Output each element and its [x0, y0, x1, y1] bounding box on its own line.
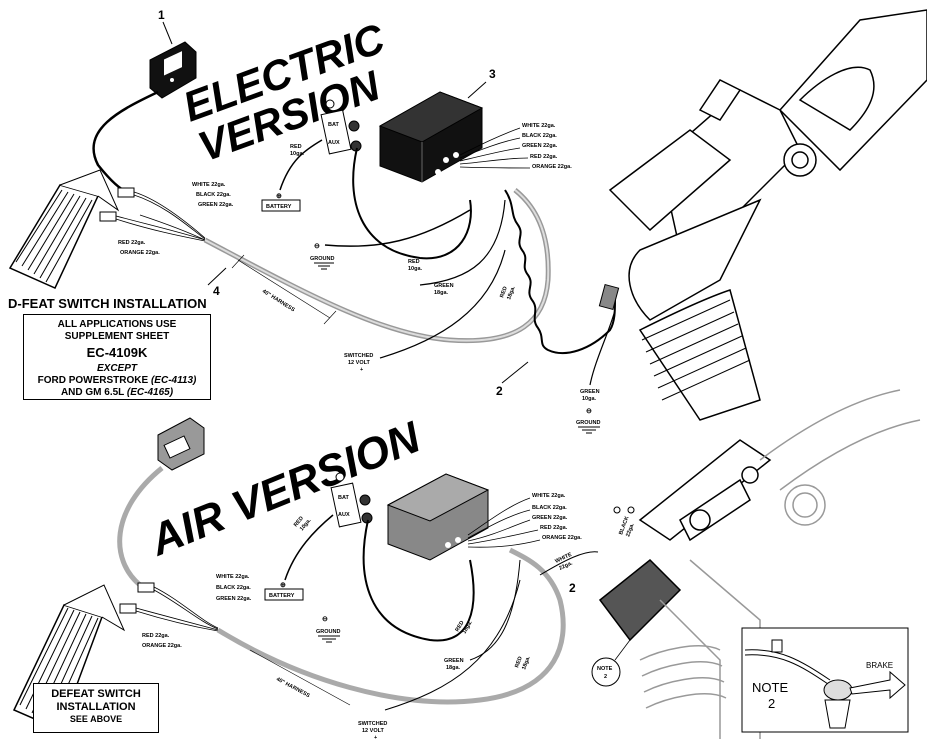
- green-18ga-a-1: GREEN: [444, 658, 464, 664]
- circuit-breaker-air: BAT AUX: [330, 472, 373, 528]
- bat-label-a: BAT: [338, 495, 350, 501]
- note2-circle-2: 2: [604, 674, 607, 680]
- red-18ga-a2-2: 18ga.: [521, 655, 532, 671]
- callout-2-air: 2: [569, 581, 576, 595]
- ground2-minus-e: ⊖: [586, 408, 592, 415]
- dfeat-heading: D-FEAT SWITCH INSTALLATION: [8, 296, 207, 311]
- callout-3: 3: [489, 67, 496, 81]
- wire-black-22-a: BLACK 22ga.: [216, 585, 251, 591]
- callout-1: 1: [158, 8, 165, 22]
- wire-red-22-e2: RED 22ga.: [530, 154, 558, 160]
- battery-plus-a: ⊕: [280, 582, 286, 589]
- controller-air: [386, 473, 490, 561]
- callout-2: 2: [496, 384, 503, 398]
- red-10ga-top-1: RED: [290, 144, 302, 150]
- circuit-breaker-electric: BAT AUX: [320, 99, 362, 155]
- switched-a-3: +: [374, 735, 377, 739]
- wire-black-22-e2: BLACK 22ga.: [522, 133, 557, 139]
- switched-e-1: SWITCHED: [344, 353, 373, 359]
- ground-minus-a: ⊖: [322, 616, 328, 623]
- wire-green-22-e: GREEN 22ga.: [198, 202, 234, 208]
- wire-red-22-a: RED 22ga.: [142, 633, 170, 639]
- wire-white-22-a2: WHITE 22ga.: [532, 493, 566, 499]
- wire-green-22-a: GREEN 22ga.: [216, 596, 252, 602]
- switched-a-1: SWITCHED: [358, 721, 387, 727]
- wire-black-22-e: BLACK 22ga.: [196, 192, 231, 198]
- harness-label-a: 40" HARNESS: [275, 676, 311, 699]
- red-18ga-a-1: RED: [455, 620, 466, 633]
- wire-white-22-e: WHITE 22ga.: [192, 182, 226, 188]
- callout-4: 4: [213, 284, 220, 298]
- green-10ga-2: 10ga.: [582, 396, 597, 402]
- defeat-box: DEFEAT SWITCH INSTALLATION SEE ABOVE: [33, 683, 159, 733]
- wire-orange-22-e: ORANGE 22ga.: [120, 250, 160, 256]
- note2-detail: NOTE 2 BRAKE: [741, 627, 909, 733]
- wire-green-22-e2: GREEN 22ga.: [522, 143, 558, 149]
- battery-label-a: BATTERY: [269, 593, 295, 599]
- defeat-line1: DEFEAT SWITCH: [51, 688, 141, 700]
- wire-white-22-a: WHITE 22ga.: [216, 574, 250, 580]
- supp-gm-code: (EC-4165): [126, 386, 174, 398]
- supp-gm: AND GM 6.5L (EC-4165): [24, 387, 210, 399]
- supp-code: EC-4109K: [86, 345, 148, 360]
- harness-label-e: 40" HARNESS: [261, 289, 296, 314]
- supp-ford-code: (EC-4113): [150, 374, 197, 386]
- aux-label-a: AUX: [338, 512, 350, 518]
- note-box-brake: BRAKE: [866, 661, 893, 670]
- red-10ga-mid-1: RED: [408, 259, 420, 265]
- supp-line1: ALL APPLICATIONS USE: [57, 319, 177, 330]
- dfeat-switch-air: [157, 417, 205, 471]
- steering-column-electric: [608, 9, 927, 421]
- black-22ga-a-2: 22ga.: [625, 522, 636, 538]
- ground-label-a: GROUND: [316, 629, 340, 635]
- wire-white-22-e2: WHITE 22ga.: [522, 123, 556, 129]
- supp-line2: SUPPLEMENT SHEET: [64, 331, 170, 342]
- defeat-line3: SEE ABOVE: [69, 714, 123, 725]
- wire-orange-22-e2: ORANGE 22ga.: [532, 164, 572, 170]
- battery-label-e: BATTERY: [266, 204, 292, 210]
- red-10ga-mid-2: 10ga.: [408, 266, 423, 272]
- ground2-label-e: GROUND: [576, 420, 600, 426]
- wire-green-22-a2: GREEN 22ga.: [532, 515, 568, 521]
- harness-dim-electric: 40" HARNESS: [231, 254, 337, 325]
- note2-circle-1: NOTE: [597, 666, 613, 672]
- white-22ga-a-2: 22ga.: [558, 560, 574, 572]
- coiled-cord: [504, 189, 616, 355]
- red-18ga-2: 18ga.: [506, 285, 517, 301]
- harness-dim-air: 40" HARNESS: [249, 649, 351, 706]
- green-18ga-1: GREEN: [434, 283, 454, 289]
- red-18ga-1: RED: [499, 286, 509, 299]
- switched-a-2: 12 VOLT: [362, 728, 385, 734]
- defeat-line2: INSTALLATION: [56, 701, 136, 714]
- wire-orange-22-a2: ORANGE 22ga.: [542, 535, 582, 541]
- bat-label-e: BAT: [328, 122, 340, 128]
- green-18ga-a-2: 18ga.: [446, 665, 461, 671]
- red-18ga-a2-1: RED: [514, 656, 524, 669]
- switched-e-3: +: [360, 367, 363, 373]
- supplement-box: ALL APPLICATIONS USE SUPPLEMENT SHEET EC…: [23, 314, 211, 400]
- supp-ford: FORD POWERSTROKE (EC-4113): [24, 375, 210, 387]
- green-10ga-1: GREEN: [580, 389, 600, 395]
- wire-orange-22-a: ORANGE 22ga.: [142, 643, 182, 649]
- supp-except: EXCEPT: [96, 362, 137, 374]
- switched-e-2: 12 VOLT: [348, 360, 371, 366]
- aux-label-e: AUX: [328, 140, 340, 146]
- ground-minus-e: ⊖: [314, 243, 320, 250]
- air-valve-assembly: [598, 439, 772, 642]
- controller-electric: [378, 91, 484, 183]
- ground-label-e: GROUND: [310, 256, 334, 262]
- dfeat-switch: [149, 41, 197, 99]
- note-box-note: NOTE: [752, 680, 788, 695]
- battery-plus-e: ⊕: [276, 193, 282, 200]
- red-10ga-top-2: 10ga.: [290, 151, 305, 157]
- brake-pedal-electric: [8, 169, 120, 289]
- wire-black-22-a2: BLACK 22ga.: [532, 505, 567, 511]
- green-18ga-2: 18ga.: [434, 290, 449, 296]
- supp-ford-text: FORD POWERSTROKE: [37, 374, 149, 386]
- wire-red-22-e: RED 22ga.: [118, 240, 146, 246]
- note-box-num: 2: [768, 696, 775, 711]
- supp-gm-text: AND GM 6.5L: [60, 386, 125, 398]
- wire-red-22-a2: RED 22ga.: [540, 525, 568, 531]
